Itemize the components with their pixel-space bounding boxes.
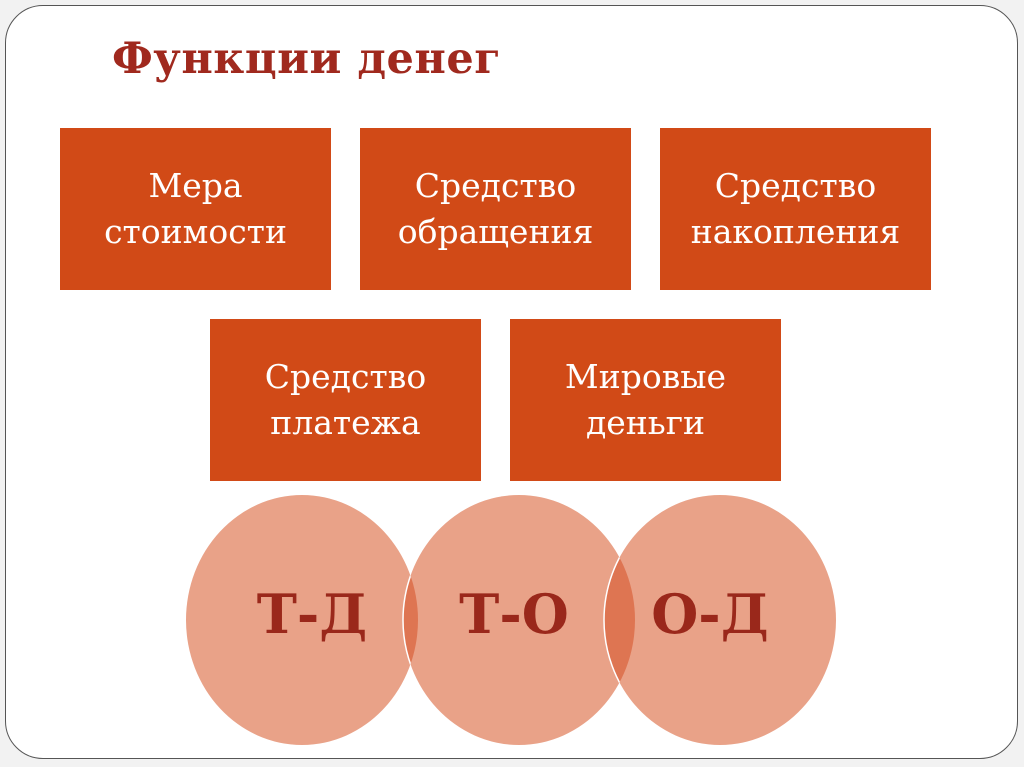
- function-box-means-of-payment: Средство платежа: [210, 319, 481, 481]
- box-line-1: Средство: [714, 166, 877, 205]
- box-line-1: Средство: [414, 166, 577, 205]
- circle-label-o-d: О-Д: [651, 582, 769, 646]
- box-line-2: платежа: [270, 403, 421, 442]
- circle-label-t-o: Т-О: [459, 582, 569, 646]
- function-box-medium-of-exchange: Средство обращения: [360, 128, 631, 290]
- box-line-2: накопления: [690, 212, 901, 251]
- function-box-world-money: Мировые деньги: [510, 319, 781, 481]
- box-line-2: деньги: [585, 403, 706, 442]
- circle-o-d: [604, 495, 836, 745]
- box-line-2: стоимости: [104, 212, 287, 251]
- circle-label-t-d: Т-Д: [256, 582, 368, 646]
- box-line-1: Мера: [148, 166, 243, 205]
- circle-t-o: [403, 495, 635, 745]
- box-line-1: Средство: [264, 357, 427, 396]
- function-box-measure-of-value: Мера стоимости: [60, 128, 331, 290]
- function-box-store-of-value: Средство накопления: [660, 128, 931, 290]
- circle-t-d: [186, 495, 418, 745]
- box-line-1: Мировые: [564, 357, 727, 396]
- box-line-2: обращения: [397, 212, 594, 251]
- slide-title: Функции денег: [112, 34, 502, 84]
